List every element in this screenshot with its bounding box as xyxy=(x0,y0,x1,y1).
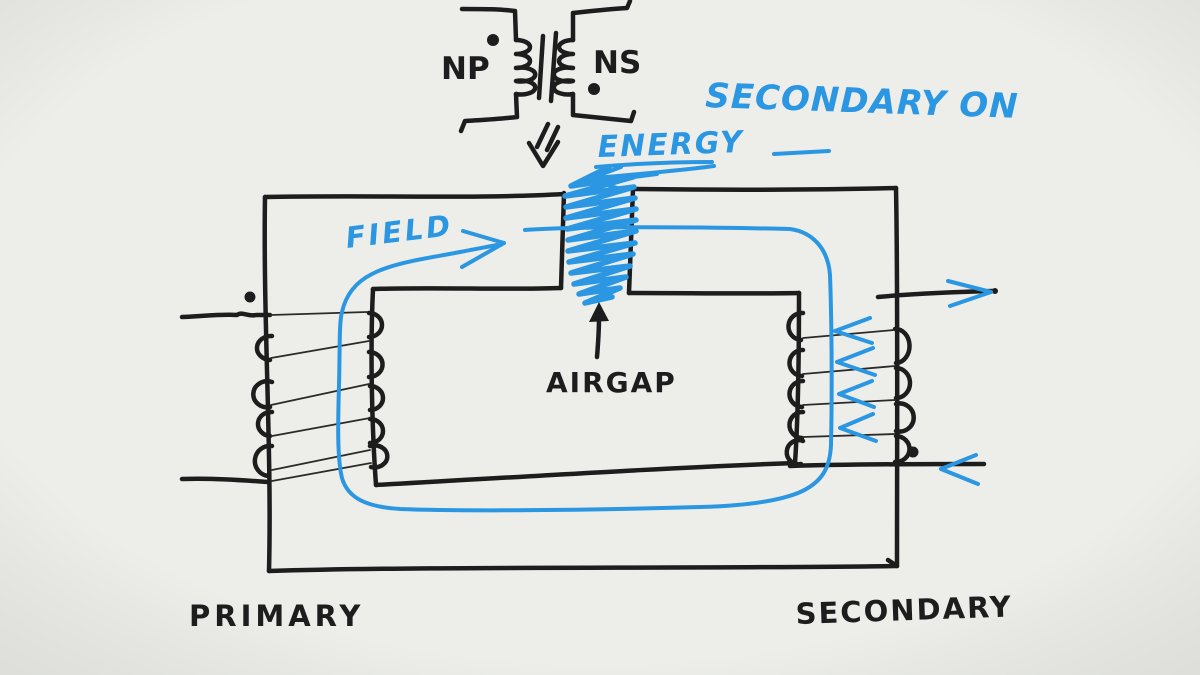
secondary-polarity-dot xyxy=(907,446,919,458)
np-label: NP xyxy=(441,51,490,87)
ns-label: NS xyxy=(593,45,641,81)
core-top-right-edge xyxy=(630,185,899,192)
airgap-label: AIRGAP xyxy=(546,366,677,399)
primary-polarity-dot xyxy=(487,34,499,46)
energy-label: ENERGY xyxy=(597,125,746,165)
primary-entry-wire xyxy=(179,311,273,320)
primary-label: PRIMARY xyxy=(189,599,364,633)
airgap-arrow-shaft xyxy=(594,313,602,360)
core-right-edge xyxy=(893,185,900,569)
secondary-polarity-dot xyxy=(588,83,600,95)
core-top-left-edge xyxy=(262,191,567,200)
window-top-left-edge xyxy=(370,285,564,292)
primary-polarity-dot xyxy=(244,291,256,303)
wire-end-dot xyxy=(992,288,998,294)
